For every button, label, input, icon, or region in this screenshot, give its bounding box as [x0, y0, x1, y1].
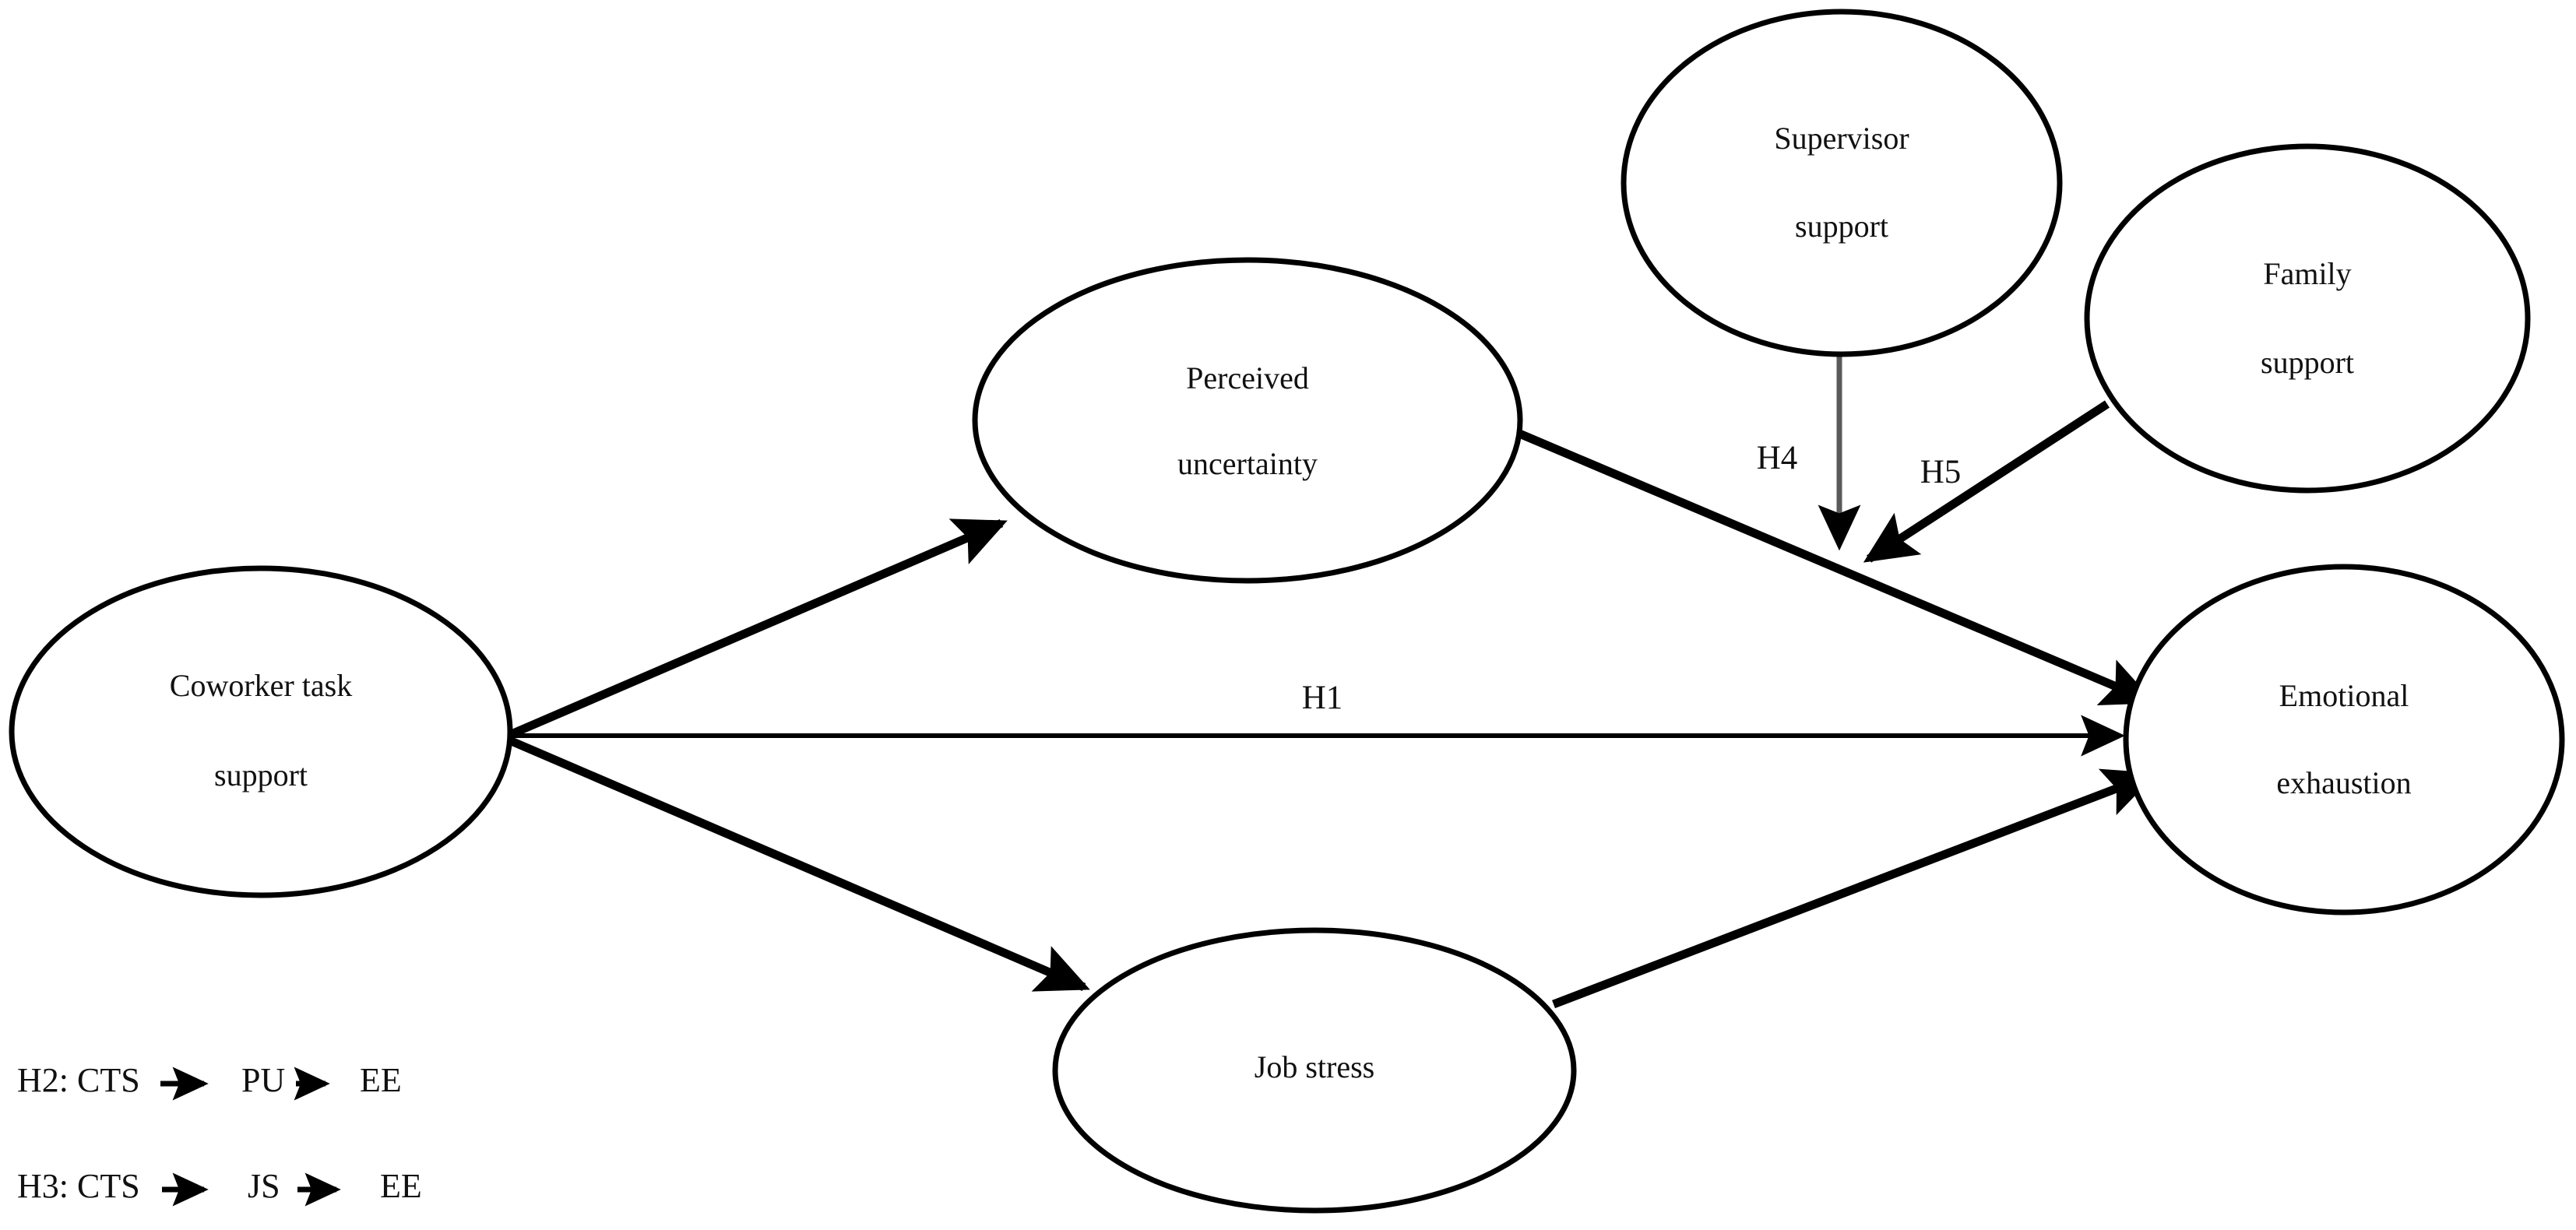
edge-family-support-moderator: [1863, 400, 2110, 563]
node-supervisor-support[interactable]: Supervisor support: [1621, 9, 2063, 357]
ellipse-supervisor-support[interactable]: [1621, 9, 2063, 357]
node-label-coworker-task-support-line2: support: [214, 757, 308, 792]
node-job-stress[interactable]: Job stress: [1052, 927, 1577, 1214]
ellipse-job-stress[interactable]: [1052, 927, 1577, 1214]
legend-h3-middle: JS: [248, 1167, 280, 1205]
node-label-perceived-uncertainty-line2: uncertainty: [1177, 446, 1318, 481]
node-label-emotional-exhaustion-line2: exhaustion: [2276, 765, 2411, 800]
node-label-emotional-exhaustion-line1: Emotional: [2279, 678, 2409, 713]
hypothesis-label-h4: H4: [1757, 440, 1798, 476]
arrow-cts-pu: [505, 518, 1008, 740]
node-label-perceived-uncertainty-line1: Perceived: [1186, 360, 1309, 395]
arrow-cts-js: [505, 735, 1090, 992]
ellipse-emotional-exhaustion[interactable]: [2123, 564, 2565, 915]
node-family-support[interactable]: Family support: [2084, 143, 2531, 494]
legend-row-h3: H3: CTS JS EE: [17, 1167, 422, 1207]
legend-h2-prefix: H2: CTS: [17, 1061, 140, 1099]
legend-h2-middle: PU: [241, 1061, 285, 1099]
node-label-family-support-line1: Family: [2263, 256, 2351, 291]
hypothesis-label-h1: H1: [1302, 680, 1343, 716]
legend-h2-suffix: EE: [360, 1061, 402, 1099]
ellipse-coworker-task-support[interactable]: [9, 565, 513, 898]
arrow-js-ee: [1552, 768, 2157, 1009]
arrow-family-h5: [1863, 400, 2110, 563]
edge-cts-to-job-stress: [505, 735, 1090, 992]
edge-cts-to-perceived-uncertainty: [505, 518, 1008, 740]
node-label-family-support-line2: support: [2261, 345, 2354, 380]
legend-row-h2: H2: CTS PU EE: [17, 1061, 402, 1101]
node-emotional-exhaustion[interactable]: Emotional exhaustion: [2123, 564, 2565, 915]
node-perceived-uncertainty[interactable]: Perceived uncertainty: [972, 257, 1523, 584]
ellipse-perceived-uncertainty[interactable]: [972, 257, 1523, 584]
node-label-supervisor-support-line1: Supervisor: [1774, 121, 1909, 156]
edge-job-stress-to-emotional-exhaustion: [1552, 768, 2157, 1009]
node-label-job-stress-line1: Job stress: [1255, 1049, 1374, 1084]
edge-perceived-uncertainty-to-emotional-exhaustion: [1501, 422, 2155, 706]
arrow-pu-ee: [1501, 422, 2155, 706]
ellipse-family-support[interactable]: [2084, 143, 2531, 494]
node-label-supervisor-support-line2: support: [1795, 209, 1888, 244]
hypothesis-label-h5: H5: [1920, 454, 1962, 490]
node-label-coworker-task-support-line1: Coworker task: [170, 668, 352, 703]
node-coworker-task-support[interactable]: Coworker task support: [9, 565, 513, 898]
legend-h3-suffix: EE: [380, 1167, 422, 1205]
legend-h3-prefix: H3: CTS: [17, 1167, 140, 1205]
